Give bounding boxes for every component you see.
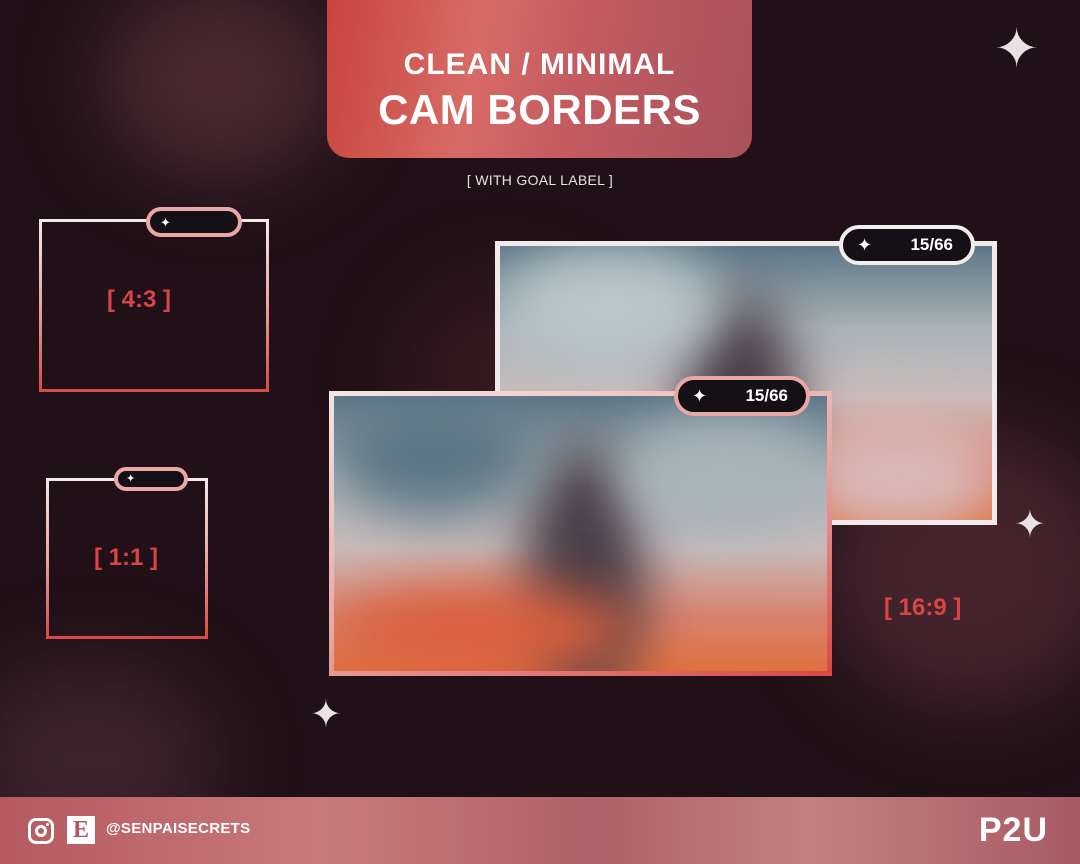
header-subtitle: CLEAN / MINIMAL bbox=[403, 48, 676, 81]
goal-count: 15/66 bbox=[745, 386, 788, 405]
background-blob bbox=[100, 0, 340, 180]
ratio-label-1-1: [ 1:1 ] bbox=[94, 544, 159, 571]
header-title: CAM BORDERS bbox=[378, 86, 701, 133]
goal-label-caption: [ WITH GOAL LABEL ] bbox=[466, 172, 614, 188]
social-handle[interactable]: @SENPAISECRETS bbox=[106, 820, 251, 837]
cam-preview-image bbox=[334, 396, 827, 671]
header-card: CLEAN / MINIMAL CAM BORDERS bbox=[327, 0, 752, 158]
sparkle-icon: ✦ bbox=[310, 694, 342, 736]
goal-pill-large: ✦ 15/66 bbox=[839, 225, 975, 265]
p2u-badge: P2U bbox=[978, 811, 1048, 849]
frame-16-9-front bbox=[329, 391, 832, 676]
goal-pill-small: ✦ bbox=[146, 207, 242, 237]
sparkle-icon: ✦ bbox=[1014, 504, 1046, 546]
sparkle-icon: ✦ bbox=[994, 19, 1040, 79]
goal-pill-large: ✦ 15/66 bbox=[674, 376, 810, 416]
etsy-icon[interactable]: E bbox=[67, 816, 95, 844]
sparkle-icon: ✦ bbox=[160, 214, 171, 230]
ratio-label-4-3: [ 4:3 ] bbox=[107, 286, 172, 313]
instagram-icon[interactable] bbox=[28, 818, 54, 844]
sparkle-icon: ✦ bbox=[126, 472, 136, 485]
ratio-label-16-9: [ 16:9 ] bbox=[884, 594, 962, 621]
goal-pill-small: ✦ bbox=[114, 467, 188, 491]
frame-4-3 bbox=[39, 219, 269, 392]
sparkle-icon: ✦ bbox=[857, 235, 873, 255]
goal-count: 15/66 bbox=[910, 235, 953, 254]
sparkle-icon: ✦ bbox=[692, 386, 708, 406]
footer-bar: E @SENPAISECRETS P2U bbox=[0, 797, 1080, 864]
